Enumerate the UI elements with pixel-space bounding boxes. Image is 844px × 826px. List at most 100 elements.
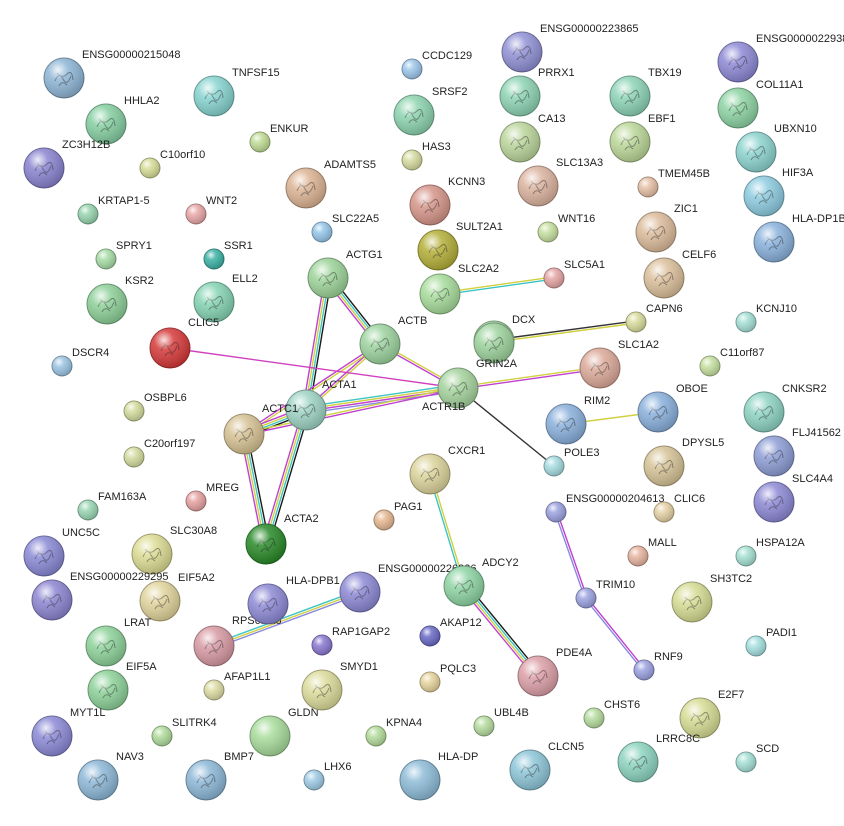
- node-ensg00000204613[interactable]: ENSG00000204613: [545, 493, 664, 523]
- node-flj41562[interactable]: FLJ41562: [753, 427, 841, 477]
- node-padi1[interactable]: PADI1: [745, 627, 797, 657]
- node-nav3[interactable]: NAV3: [77, 751, 144, 801]
- node-c20orf197[interactable]: C20orf197: [123, 438, 195, 468]
- node-c10orf10[interactable]: C10orf10: [139, 149, 205, 179]
- node-hla-dp1b[interactable]: HLA-DP1B: [753, 213, 844, 263]
- node-ensg00000223865[interactable]: ENSG00000223865: [501, 23, 638, 73]
- node-rim2[interactable]: RIM2: [545, 395, 610, 445]
- node-slitrk4[interactable]: SLITRK4: [151, 717, 217, 747]
- node-ensg00000229295[interactable]: ENSG00000229295: [31, 571, 168, 621]
- node-c11orf87[interactable]: C11orf87: [699, 347, 764, 377]
- node-hspa12a[interactable]: HSPA12A: [735, 537, 805, 567]
- node-ell2[interactable]: ELL2: [193, 273, 258, 323]
- node-lrrc8c[interactable]: LRRC8C: [617, 733, 700, 783]
- node-krtap1-5[interactable]: KRTAP1-5: [77, 195, 150, 225]
- node-eif5a[interactable]: EIF5A: [87, 661, 157, 711]
- node-ensg00000226826[interactable]: ENSG00000226826: [339, 563, 476, 613]
- node-akap12[interactable]: AKAP12: [419, 617, 482, 647]
- node-kcnn3[interactable]: KCNN3: [409, 176, 485, 226]
- node-trim10[interactable]: TRIM10: [575, 579, 635, 609]
- node-adcy2[interactable]: ADCY2: [443, 557, 519, 607]
- node-has3[interactable]: HAS3: [401, 141, 451, 171]
- node-capn6[interactable]: CAPN6: [625, 303, 683, 333]
- node-dpysl5[interactable]: DPYSL5: [643, 437, 724, 487]
- node-fam163a[interactable]: FAM163A: [77, 491, 147, 521]
- node-ubl4b[interactable]: UBL4B: [473, 707, 529, 737]
- node-sult2a1[interactable]: SULT2A1: [417, 221, 503, 271]
- node-rnf9[interactable]: RNF9: [633, 651, 683, 681]
- node-pole3[interactable]: POLE3: [543, 447, 599, 477]
- node-zic1[interactable]: ZIC1: [635, 203, 698, 253]
- node-enkur[interactable]: ENKUR: [249, 123, 309, 153]
- node-celf6[interactable]: CELF6: [643, 249, 716, 299]
- node-afap1l1[interactable]: AFAP1L1: [203, 671, 270, 701]
- node-wnt16[interactable]: WNT16: [537, 213, 595, 243]
- node-hhla2[interactable]: HHLA2: [85, 95, 159, 145]
- node-tmem45b[interactable]: TMEM45B: [637, 168, 710, 198]
- node-gldn[interactable]: GLDN: [249, 707, 319, 757]
- node-e2f7[interactable]: E2F7: [679, 689, 744, 739]
- node-myt1l[interactable]: MYT1L: [31, 707, 105, 757]
- node-kpna4[interactable]: KPNA4: [365, 717, 422, 747]
- node-ksr2[interactable]: KSR2: [86, 275, 154, 325]
- node-slc1a2[interactable]: SLC1A2: [579, 339, 659, 389]
- node-rap1gap2[interactable]: RAP1GAP2: [311, 626, 390, 656]
- node-ebf1[interactable]: EBF1: [609, 113, 676, 163]
- node-slc13a3[interactable]: SLC13A3: [517, 157, 603, 207]
- node-slc22a5[interactable]: SLC22A5: [311, 213, 379, 243]
- node-cxcr1[interactable]: CXCR1: [409, 445, 485, 495]
- node-actb[interactable]: ACTB: [359, 315, 427, 365]
- node-hla-dpb1[interactable]: HLA-DPB1: [247, 575, 340, 625]
- node-mall[interactable]: MALL: [627, 537, 677, 567]
- node-osbpl6[interactable]: OSBPL6: [123, 392, 187, 422]
- node-adamts5[interactable]: ADAMTS5: [285, 159, 376, 209]
- node-acta2[interactable]: ACTA2: [245, 513, 319, 565]
- node-hla-dp[interactable]: HLA-DP: [399, 751, 478, 801]
- node-label: ACTA1: [322, 379, 357, 391]
- node-actg1[interactable]: ACTG1: [307, 249, 383, 299]
- node-smyd1[interactable]: SMYD1: [301, 661, 378, 711]
- node-clic5[interactable]: CLIC5: [149, 317, 219, 369]
- node-cnksr2[interactable]: CNKSR2: [743, 383, 827, 433]
- node-mreg[interactable]: MREG: [185, 482, 239, 512]
- node-slc2a2[interactable]: SLC2A2: [419, 263, 499, 315]
- node-pqlc3[interactable]: PQLC3: [419, 663, 476, 693]
- node-ubxn10[interactable]: UBXN10: [735, 123, 817, 173]
- node-zc3h12b[interactable]: ZC3H12B: [23, 139, 110, 189]
- node-chst6[interactable]: CHST6: [583, 699, 640, 729]
- node-tnfsf15[interactable]: TNFSF15: [193, 67, 280, 117]
- node-slc5a1[interactable]: SLC5A1: [543, 259, 605, 289]
- node-clcn5[interactable]: CLCN5: [509, 741, 584, 791]
- node-lrat[interactable]: LRAT: [85, 617, 152, 667]
- node-spry1[interactable]: SPRY1: [95, 240, 152, 270]
- node-lhx6[interactable]: LHX6: [303, 761, 352, 791]
- node-oboe[interactable]: OBOE: [637, 383, 708, 433]
- node-wnt2[interactable]: WNT2: [185, 195, 237, 225]
- node-actc1[interactable]: ACTC1: [223, 403, 298, 455]
- node-ensg00000215048[interactable]: ENSG00000215048: [43, 49, 180, 99]
- node-scd[interactable]: SCD: [735, 743, 779, 773]
- node-slc30a8[interactable]: SLC30A8: [131, 525, 217, 575]
- node-slc4a4[interactable]: SLC4A4: [753, 473, 833, 523]
- node-sh3tc2[interactable]: SH3TC2: [671, 573, 752, 623]
- node-grin2a[interactable]: GRIN2A: [473, 322, 518, 370]
- node-acta1[interactable]: ACTA1: [285, 379, 357, 431]
- node-dscr4[interactable]: DSCR4: [51, 347, 109, 377]
- node-pde4a[interactable]: PDE4A: [517, 647, 593, 697]
- node-hif3a[interactable]: HIF3A: [743, 167, 814, 217]
- node-pag1[interactable]: PAG1: [373, 501, 423, 531]
- node-kcnj10[interactable]: KCNJ10: [735, 303, 797, 333]
- node-clic6[interactable]: CLIC6: [653, 493, 705, 523]
- node-bmp7[interactable]: BMP7: [185, 751, 254, 801]
- node-unc5c[interactable]: UNC5C: [23, 527, 100, 577]
- node-prrx1[interactable]: PRRX1: [499, 67, 575, 117]
- node-ssr1[interactable]: SSR1: [203, 240, 253, 270]
- node-ca13[interactable]: CA13: [499, 113, 566, 163]
- node-actr1b[interactable]: ACTR1B: [422, 367, 479, 413]
- node-eif5a2[interactable]: EIF5A2: [139, 572, 215, 622]
- node-ensg00000229380[interactable]: ENSG0000022938: [717, 33, 844, 83]
- node-col11a1[interactable]: COL11A1: [717, 79, 804, 129]
- node-ccdc129[interactable]: CCDC129: [401, 50, 472, 80]
- node-tbx19[interactable]: TBX19: [609, 67, 682, 117]
- node-srsf2[interactable]: SRSF2: [393, 86, 467, 136]
